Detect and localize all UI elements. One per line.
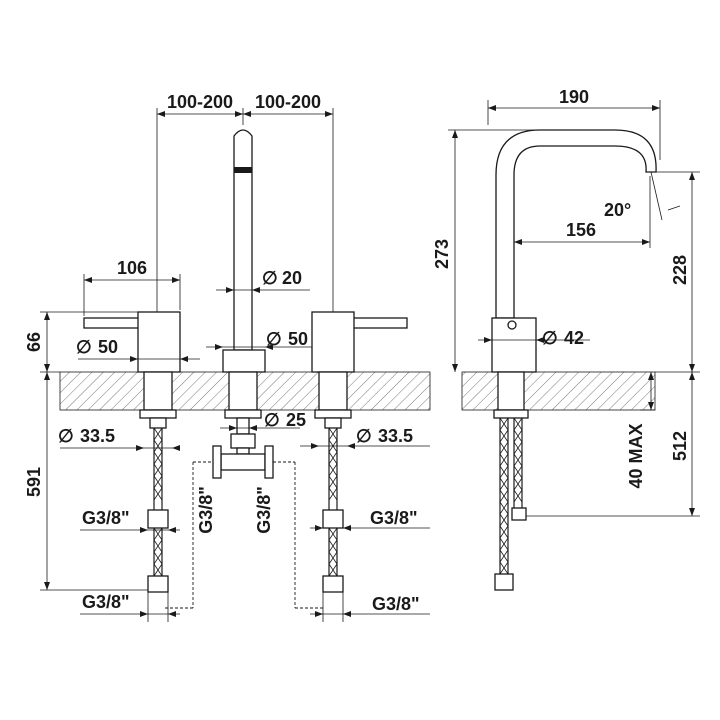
dim-shank-dia-right: ∅ 33.5 [356,426,413,446]
svg-text:∅: ∅ [264,410,280,430]
dim-hose-length: 591 [24,467,44,497]
dim-spacing-right: 100-200 [255,92,321,112]
svg-text:∅: ∅ [76,337,92,357]
svg-text:33.5: 33.5 [80,426,115,446]
svg-text:50: 50 [288,329,308,349]
countertop-side [461,371,656,411]
svg-text:∅: ∅ [58,426,74,446]
thread-center-right: G3/8" [254,486,274,534]
svg-text:20: 20 [282,268,302,288]
svg-text:∅: ∅ [356,426,372,446]
thread-left-mid: G3/8" [82,508,130,528]
dim-side-body-dia: ∅ 42 [542,328,584,348]
left-valve [83,311,181,593]
thread-right-bottom: G3/8" [372,594,420,614]
right-valve [311,311,408,593]
thread-center-left: G3/8" [196,486,216,534]
dim-max-deck-thickness: 40 MAX [626,423,646,488]
dim-handle-length: 106 [117,258,147,278]
svg-text:33.5: 33.5 [378,426,413,446]
dim-height-above-deck: 66 [24,332,44,352]
svg-text:42: 42 [564,328,584,348]
dim-shank-dia-left: ∅ 33.5 [58,426,115,446]
dim-connector-diameter: ∅ 25 [264,410,306,430]
center-spout [165,129,325,609]
dim-spout-diameter: ∅ 20 [262,268,302,288]
svg-text:25: 25 [286,410,306,430]
dim-spout-height: 273 [432,239,452,269]
dim-below-deck-length: 512 [670,431,690,461]
svg-text:∅: ∅ [266,329,282,349]
svg-text:∅: ∅ [262,268,278,288]
side-view-faucet [491,129,657,591]
dim-spout-angle: 20° [604,200,631,220]
dim-spout-inner-reach: 156 [566,220,596,240]
dim-spacing-left: 100-200 [167,92,233,112]
thread-left-bottom: G3/8" [82,592,130,612]
svg-text:∅: ∅ [542,328,558,348]
thread-right-mid: G3/8" [370,508,418,528]
dim-spout-outlet-height: 228 [670,255,690,285]
dim-body-dia-left: ∅ 50 [76,337,118,357]
svg-text:50: 50 [98,337,118,357]
dim-body-dia-center: ∅ 50 [266,329,308,349]
dim-spout-reach: 190 [559,87,589,107]
